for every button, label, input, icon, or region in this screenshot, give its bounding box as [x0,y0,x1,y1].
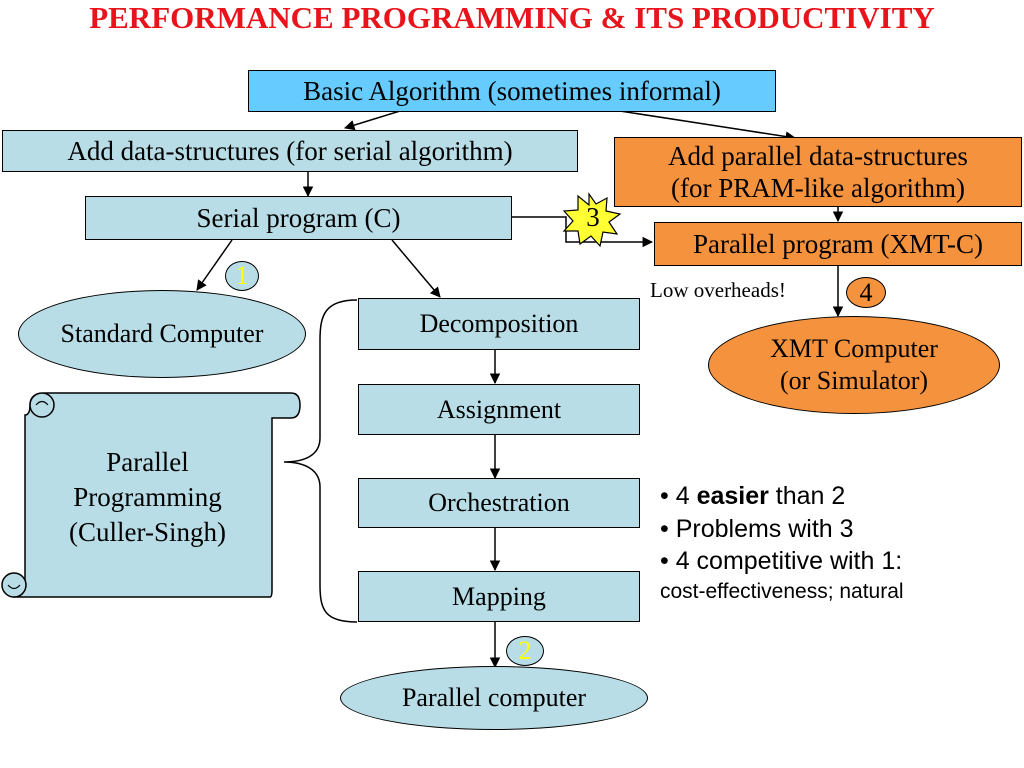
scroll-line-2: Programming [73,482,222,513]
parallel-computer-node: Parallel computer [340,666,648,730]
add-data-structures-box: Add data-structures (for serial algorith… [2,130,578,172]
decomposition-box: Decomposition [358,298,640,350]
basic-algorithm-box: Basic Algorithm (sometimes informal) [248,70,776,112]
xmt-line-2: (or Simulator) [779,366,929,395]
badge-2: 2 [506,636,544,666]
add-parallel-data-structures-box: Add parallel data-structures (for PRAM-l… [614,137,1022,207]
bullet-list: • 4 easier than 2 • Problems with 3 • 4 … [660,480,904,605]
scroll-icon [1,392,301,598]
badge-1: 1 [225,261,259,291]
star-burst-icon [562,192,622,248]
arrow-basic-to-serial-ds [343,110,401,131]
bullet-item-3: • 4 competitive with 1: [660,547,903,575]
mapping-box: Mapping [358,571,640,622]
scroll-line-3: (Culler-Singh) [69,517,226,548]
scroll-line-1: Parallel [106,447,189,477]
arrow-basic-to-parallel-ds [619,110,797,142]
add-parallel-line-1: Add parallel data-structures [668,140,968,171]
bullet-item-2: • Problems with 3 [660,514,854,543]
page-title: PERFORMANCE PROGRAMMING & ITS PRODUCTIVI… [89,0,935,35]
curly-brace [283,299,358,623]
orchestration-box: Orchestration [358,478,640,528]
xmt-line-1: XMT Computer [770,333,938,363]
scroll-text: Parallel Programming (Culler-Singh) [40,445,255,550]
bullet-item-1: • 4 easier than 2 [660,482,846,510]
serial-program-box: Serial program (C) [85,196,512,240]
badge-3: 3 [586,202,600,232]
standard-computer-node: Standard Computer [18,290,306,378]
badge-4: 4 [846,277,886,308]
low-overheads-label: Low overheads! [650,278,786,302]
add-parallel-line-2: (for PRAM-like algorithm) [671,173,965,203]
arrow-serial-to-decomposition [391,239,441,298]
bullet-item-3-continued: cost-effectiveness; natural [660,579,904,603]
arrow-serial-to-standard-computer [196,239,233,291]
assignment-box: Assignment [358,384,640,435]
xmt-computer-node: XMT Computer (or Simulator) [708,316,1000,414]
parallel-program-box: Parallel program (XMT-C) [654,222,1022,266]
